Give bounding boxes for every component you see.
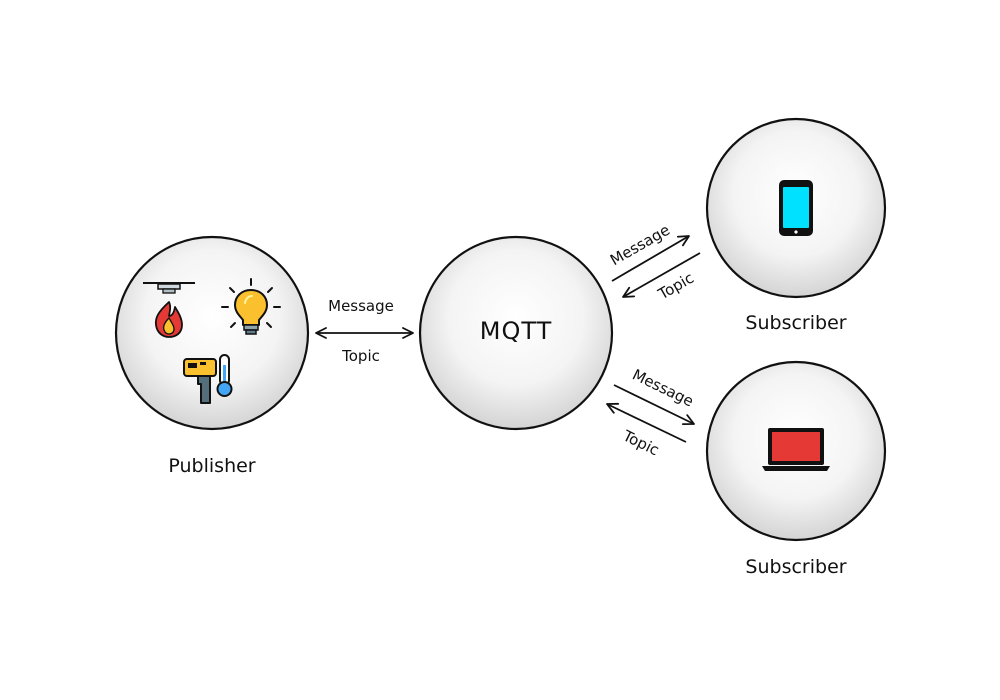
broker-laptop-message-arrow (613, 384, 695, 426)
broker-phone-message-arrow (611, 235, 690, 282)
smartphone-icon (779, 180, 813, 236)
publisher-broker-topic-label: Topic (342, 347, 380, 365)
thermal-scanner-icon (183, 354, 233, 404)
mqtt-broker-node (418, 235, 614, 431)
mqtt-broker-label: MQTT (479, 317, 553, 345)
publisher-label: Publisher (168, 455, 256, 477)
laptop-broker-topic-arrow (606, 402, 687, 443)
subscriber-phone-label: Subscriber (745, 312, 847, 334)
phone-broker-topic-arrow (622, 252, 701, 298)
publisher-broker-message-label: Message (328, 297, 394, 315)
smoke-detector-icon (143, 282, 195, 338)
light-bulb-icon (221, 278, 281, 335)
subscriber-laptop-label: Subscriber (745, 556, 847, 578)
laptop-icon (762, 428, 830, 471)
publisher-node (114, 235, 310, 431)
